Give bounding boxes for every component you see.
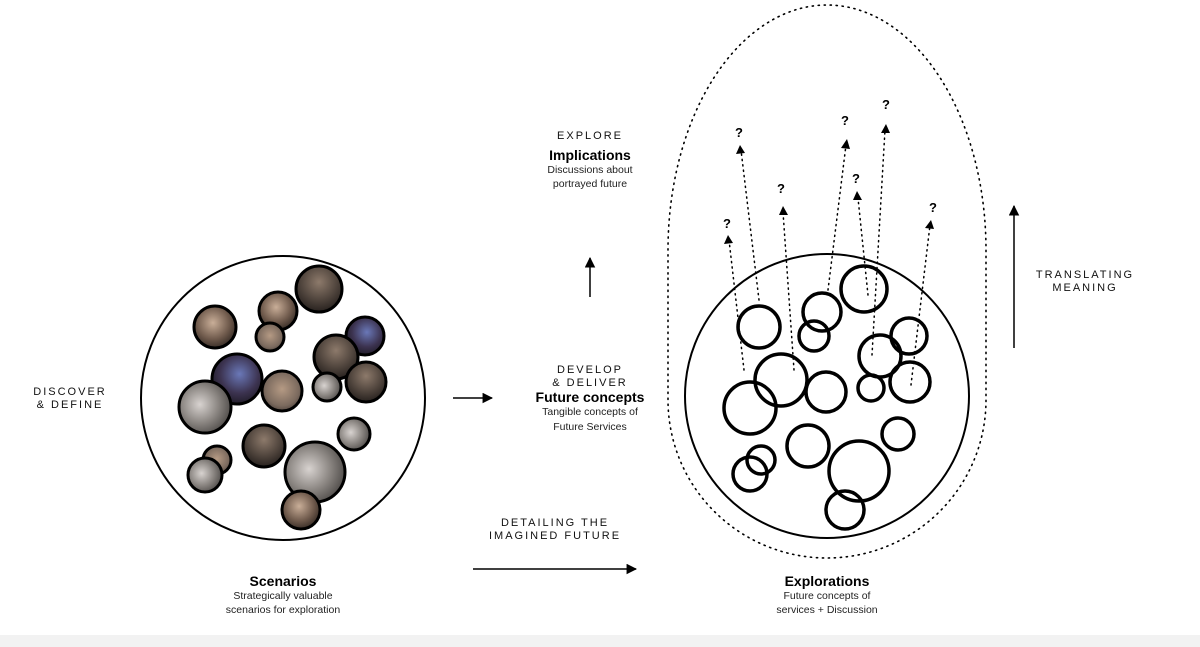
concept-circle bbox=[856, 373, 886, 403]
scenario-photo bbox=[241, 423, 287, 469]
concept-circle bbox=[804, 370, 848, 414]
scenario-photo bbox=[186, 456, 224, 494]
concept-circle bbox=[827, 439, 891, 503]
arrow-head bbox=[853, 191, 862, 200]
explorations-title: Explorations bbox=[784, 573, 870, 589]
bottom-band bbox=[0, 635, 1200, 647]
discover-define-label: DISCOVER & DEFINE bbox=[22, 386, 118, 411]
dotted-arrow bbox=[857, 197, 869, 296]
detailing-line1: DETAILING THE bbox=[500, 517, 610, 529]
arrow-head bbox=[925, 220, 934, 229]
concept-circle bbox=[753, 352, 809, 408]
arrow-head bbox=[736, 145, 745, 154]
develop-deliver-block: DEVELOP & DELIVER Future concepts Tangib… bbox=[515, 364, 665, 434]
explore-block: EXPLORE Implications Discussions about p… bbox=[515, 130, 665, 191]
scenario-photos bbox=[177, 264, 388, 531]
detailing-label: DETAILING THE IMAGINED FUTURE bbox=[470, 517, 640, 542]
arrow-head bbox=[724, 235, 733, 244]
arrow-head bbox=[841, 139, 850, 149]
scenario-photo bbox=[294, 264, 344, 314]
translating-line1: TRANSLATING bbox=[1035, 269, 1135, 281]
concept-circle bbox=[745, 444, 777, 476]
dotted-arrow bbox=[827, 144, 847, 291]
concept-circle bbox=[824, 489, 866, 531]
concept-circle bbox=[880, 416, 916, 452]
detailing-line2: IMAGINED FUTURE bbox=[488, 529, 622, 542]
explorations-desc-line2: services + Discussion bbox=[776, 604, 878, 617]
arrow-head bbox=[881, 124, 890, 133]
explore-caption: EXPLORE bbox=[557, 130, 623, 142]
scenario-photo bbox=[336, 416, 372, 452]
question-marks: ? ? ? ? ? ? ? bbox=[723, 97, 937, 231]
concept-circle bbox=[797, 319, 831, 353]
develop-line1: DEVELOP bbox=[557, 364, 623, 376]
future-concepts-desc-line2: Future Services bbox=[553, 420, 627, 433]
translating-line2: MEANING bbox=[1052, 281, 1118, 294]
dotted-arrow bbox=[728, 239, 745, 371]
question-mark: ? bbox=[852, 171, 860, 186]
scenario-photo bbox=[280, 489, 322, 531]
implication-arrows bbox=[728, 129, 931, 386]
scenario-photo bbox=[260, 369, 304, 413]
concept-circle bbox=[785, 423, 831, 469]
future-concepts-desc-line1: Tangible concepts of bbox=[542, 406, 638, 419]
concept-circle bbox=[839, 264, 889, 314]
dotted-arrow bbox=[910, 224, 931, 386]
question-mark: ? bbox=[735, 125, 743, 140]
question-mark: ? bbox=[777, 181, 785, 196]
concept-circle bbox=[736, 304, 782, 350]
explorations-desc-line1: Future concepts of bbox=[783, 590, 871, 603]
concept-circle bbox=[731, 455, 769, 493]
question-mark: ? bbox=[929, 200, 937, 215]
scenario-photo bbox=[311, 371, 343, 403]
implications-title: Implications bbox=[549, 146, 631, 163]
scenarios-title: Scenarios bbox=[249, 573, 317, 589]
exploration-boundary bbox=[667, 4, 987, 559]
scenarios-desc-line2: scenarios for exploration bbox=[225, 604, 341, 617]
dotted-arrow bbox=[740, 149, 760, 301]
implications-desc-line2: portrayed future bbox=[552, 177, 628, 190]
arrow-heads bbox=[724, 124, 934, 244]
concept-circle bbox=[722, 380, 778, 436]
concept-circle bbox=[888, 360, 932, 404]
scenario-photo bbox=[177, 379, 233, 435]
scenario-photo bbox=[254, 321, 286, 353]
concept-circle bbox=[801, 291, 843, 333]
question-mark: ? bbox=[723, 216, 731, 231]
scenarios-caption: Scenarios Strategically valuable scenari… bbox=[193, 573, 373, 617]
scenario-photo bbox=[344, 360, 388, 404]
translating-meaning-label: TRANSLATING MEANING bbox=[1030, 269, 1140, 294]
explorations-caption: Explorations Future concepts of services… bbox=[737, 573, 917, 617]
explorations-circle bbox=[684, 253, 970, 539]
scenario-photo bbox=[192, 304, 238, 350]
concept-circle bbox=[889, 316, 929, 356]
scenarios-desc-line1: Strategically valuable bbox=[233, 590, 333, 603]
discover-line1: DISCOVER bbox=[33, 386, 107, 398]
concept-circles bbox=[722, 264, 932, 531]
dotted-arrow bbox=[782, 211, 795, 371]
arrow-head bbox=[779, 206, 788, 215]
question-mark: ? bbox=[882, 97, 890, 112]
discover-line2: & DEFINE bbox=[36, 398, 104, 411]
implications-desc-line1: Discussions about bbox=[547, 163, 633, 176]
develop-line2: & DELIVER bbox=[552, 376, 628, 389]
scenarios-circle bbox=[140, 255, 426, 541]
question-mark: ? bbox=[841, 113, 849, 128]
dotted-arrow bbox=[871, 129, 886, 356]
future-concepts-title: Future concepts bbox=[535, 389, 645, 406]
